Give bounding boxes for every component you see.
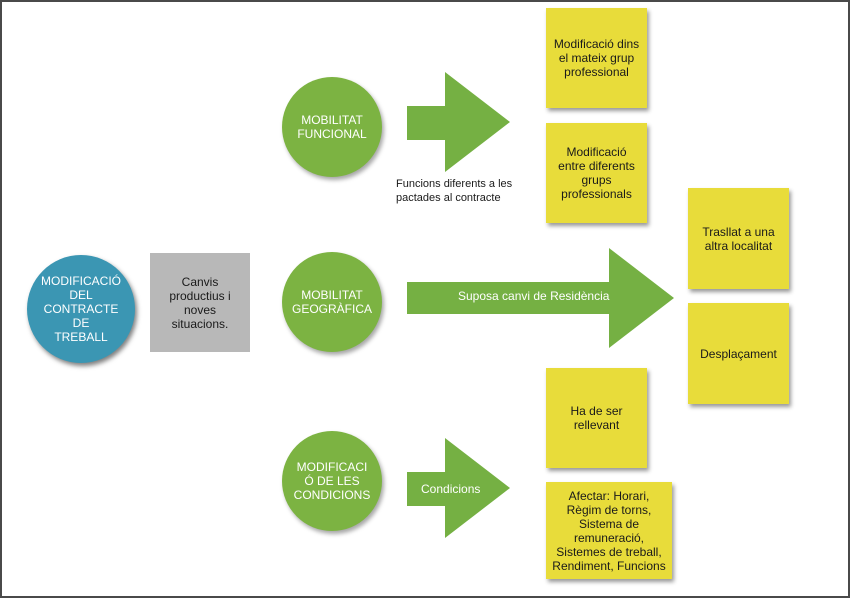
note-geografica-2: Desplaçament xyxy=(688,303,789,404)
node-mobilitat-funcional: MOBILITAT FUNCIONAL xyxy=(282,77,382,177)
arrow-condicions xyxy=(407,438,510,538)
cause-box-label: Canvis productius i noves situacions. xyxy=(169,274,231,331)
node-modificacio-condicions: MODIFICACI Ó DE LES CONDICIONS xyxy=(282,431,382,531)
node-mobilitat-funcional-label: MOBILITAT FUNCIONAL xyxy=(297,113,367,141)
note-condicions-1: Ha de ser rellevant xyxy=(546,368,647,468)
note-funcional-1: Modificació dins el mateix grup professi… xyxy=(546,8,647,108)
note-funcional-2: Modificació entre diferents grups profes… xyxy=(546,123,647,223)
arrow-funcional-shape xyxy=(407,72,510,172)
caption-funcional: Funcions diferents a les pactades al con… xyxy=(396,178,513,204)
node-mobilitat-geografica-label: MOBILITAT GEOGRÀFICA xyxy=(291,288,372,316)
arrow-geografica-label: Suposa canvi de Residència xyxy=(458,289,610,303)
arrow-funcional xyxy=(407,72,510,172)
note-geografica-1-text: Trasllat a una altra localitat xyxy=(702,224,775,253)
node-mobilitat-geografica: MOBILITAT GEOGRÀFICA xyxy=(282,252,382,352)
arrow-condicions-label: Condicions xyxy=(421,482,481,496)
note-condicions-2-text: Afectar: Horari, Règim de torns, Sistema… xyxy=(552,488,666,573)
note-geografica-2-text: Desplaçament xyxy=(700,346,777,361)
node-modificacio-condicions-label: MODIFICACI Ó DE LES CONDICIONS xyxy=(293,460,371,502)
arrow-condicions-shape xyxy=(407,438,510,538)
note-funcional-1-text: Modificació dins el mateix grup professi… xyxy=(553,37,640,79)
note-funcional-2-text: Modificació entre diferents grups profes… xyxy=(558,145,635,201)
note-condicions-2: Afectar: Horari, Règim de torns, Sistema… xyxy=(546,482,672,579)
note-condicions-1-text: Ha de ser rellevant xyxy=(570,404,623,432)
note-geografica-1: Trasllat a una altra localitat xyxy=(688,188,789,289)
arrow-geografica-shape xyxy=(407,248,674,348)
cause-box: Canvis productius i noves situacions. xyxy=(150,253,250,352)
root-node: MODIFICACIÓ DEL CONTRACTE DE TREBALL xyxy=(27,255,135,363)
arrow-geografica xyxy=(407,248,674,348)
root-node-label: MODIFICACIÓ DEL CONTRACTE DE TREBALL xyxy=(41,274,121,344)
